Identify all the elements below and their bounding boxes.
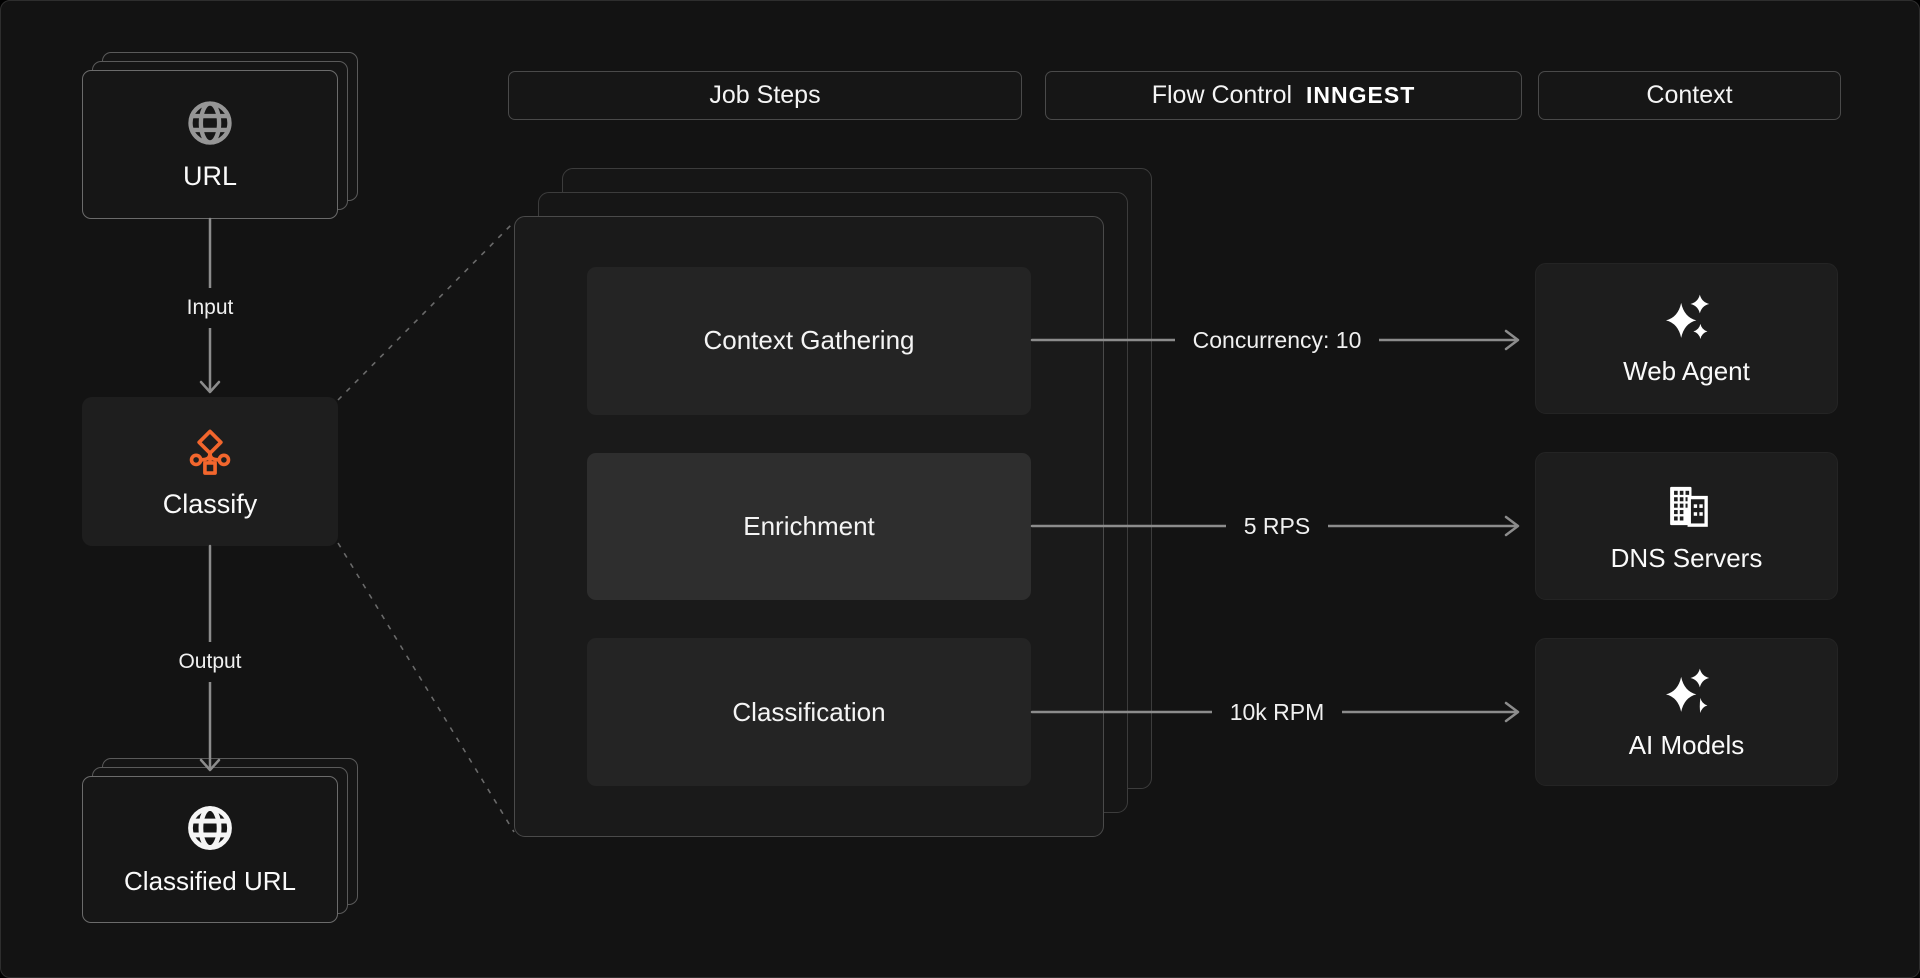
output-edge: Output: [110, 642, 310, 682]
flow-control-header-label: Flow Control: [1151, 81, 1293, 109]
rpm-limit: 10k RPM: [1032, 692, 1522, 732]
expansion-dashed-lines: [337, 221, 515, 833]
classify-card-label: Classify: [162, 489, 258, 519]
step-label: Context Gathering: [703, 325, 915, 356]
output-edge-label: Output: [168, 642, 252, 682]
step-label: Classification: [732, 696, 886, 727]
globe-icon: [188, 101, 232, 145]
job-steps-header: Job Steps: [508, 71, 1022, 120]
step-label: Enrichment: [743, 511, 875, 541]
globe-icon: [188, 806, 232, 850]
step-enrichment: Enrichment: [587, 452, 1031, 601]
step-classification: Classification: [587, 638, 1031, 787]
web-agent-card: Web Agent: [1535, 263, 1838, 414]
sparkles-icon: [1665, 668, 1709, 713]
job-steps-header-label: Job Steps: [709, 81, 821, 109]
web-agent-label: Web Agent: [1623, 356, 1750, 386]
classified-url-card-label: Classified URL: [124, 866, 296, 896]
classify-card: Classify: [82, 397, 338, 546]
input-edge-label: Input: [176, 288, 244, 328]
classify-tree-icon: [189, 429, 231, 475]
rps-limit-label: 5 RPS: [1225, 506, 1329, 546]
url-card: URL: [82, 70, 338, 219]
rps-limit: 5 RPS: [1032, 506, 1522, 546]
job-steps-card: Context Gathering Enrichment Classificat…: [514, 216, 1104, 837]
flow-control-header: Flow Control INNGEST: [1045, 71, 1522, 120]
classified-url-card: Classified URL: [82, 776, 338, 923]
ai-models-card: AI Models: [1535, 638, 1838, 786]
concurrency-limit: Concurrency: 10: [1032, 320, 1522, 360]
concurrency-limit-label: Concurrency: 10: [1174, 320, 1380, 360]
context-header: Context: [1538, 71, 1841, 120]
sparkles-icon: [1665, 294, 1709, 339]
context-header-label: Context: [1646, 81, 1733, 109]
ai-models-label: AI Models: [1628, 729, 1745, 760]
dns-servers-label: DNS Servers: [1610, 542, 1763, 573]
step-context-gathering: Context Gathering: [587, 267, 1031, 415]
buildings-icon: [1669, 486, 1708, 527]
input-edge: Input: [110, 288, 310, 328]
rpm-limit-label: 10k RPM: [1211, 692, 1343, 732]
url-card-label: URL: [182, 161, 237, 191]
dns-servers-card: DNS Servers: [1535, 452, 1838, 600]
inngest-logo: INNGEST: [1306, 82, 1416, 108]
